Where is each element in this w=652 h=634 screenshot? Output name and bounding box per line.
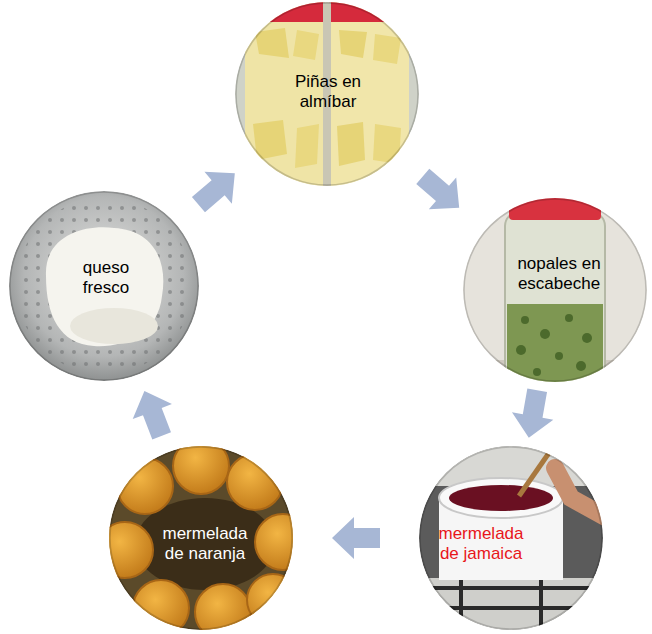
nopales-jar-photo bbox=[463, 194, 647, 394]
photo-circle: Piñas en almíbar bbox=[235, 2, 419, 186]
block-arrow bbox=[512, 389, 553, 438]
node-label: mermelada de jamaica bbox=[431, 524, 531, 565]
cheese-colander-photo bbox=[9, 191, 199, 381]
label-group: mermelada de jamaica bbox=[431, 524, 531, 565]
label-group: nopales en escabeche bbox=[509, 254, 609, 295]
node-label: queso fresco bbox=[66, 258, 146, 299]
label-group: Piñas en almíbar bbox=[283, 72, 373, 113]
photo-circle: mermelada de jamaica bbox=[419, 446, 603, 630]
node-label: Piñas en almíbar bbox=[283, 72, 373, 113]
block-arrow bbox=[332, 517, 380, 559]
circle-border bbox=[110, 447, 292, 629]
circle-border bbox=[420, 447, 602, 629]
block-arrow bbox=[416, 169, 459, 209]
circle-border bbox=[464, 199, 646, 381]
circle-border bbox=[236, 3, 418, 185]
photo-circle: queso fresco bbox=[9, 191, 199, 381]
oranges-pot-photo bbox=[97, 438, 311, 634]
block-arrow bbox=[133, 391, 172, 439]
circle-border bbox=[10, 192, 198, 380]
jamaica-stove-photo bbox=[419, 446, 607, 634]
node-label: mermelada de naranja bbox=[155, 524, 255, 565]
photo-circle: nopales en escabeche bbox=[463, 198, 647, 382]
label-group: mermelada de naranja bbox=[155, 524, 255, 565]
photo-circle: mermelada de naranja bbox=[109, 446, 293, 630]
pineapple-jars-photo bbox=[235, 0, 419, 194]
block-arrow bbox=[192, 172, 235, 212]
label-group: queso fresco bbox=[66, 258, 146, 299]
node-label: nopales en escabeche bbox=[509, 254, 609, 295]
